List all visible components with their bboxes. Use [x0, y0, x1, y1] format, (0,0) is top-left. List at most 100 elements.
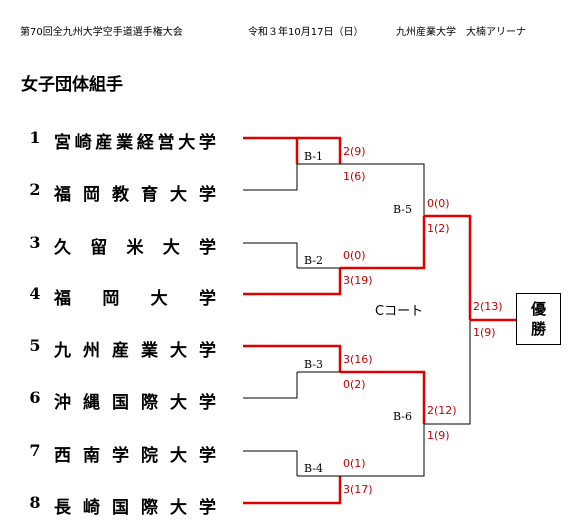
line-b5-bottom [340, 216, 426, 270]
team-name-char: 学 [199, 446, 216, 466]
team-seed: 1 [29, 128, 41, 147]
team-name-char: 学 [199, 393, 216, 413]
team-name-char: 学 [199, 238, 216, 258]
team-name: 宮崎産業経営大学 [54, 128, 216, 153]
team-name-char: 教 [112, 185, 129, 205]
team-name-char: 業 [141, 341, 158, 361]
line-team4 [243, 268, 342, 296]
line-b6-top [340, 370, 426, 424]
team-name-char: 大 [170, 446, 187, 466]
score-b3-bottom: 0(2) [343, 378, 366, 391]
team-name: 沖縄国際大学 [54, 388, 216, 413]
team-name-char: 学 [112, 446, 129, 466]
team-name-char: 南 [83, 446, 100, 466]
court-label: Cコート [375, 304, 424, 319]
team-name: 福岡大学 [54, 284, 216, 309]
tournament-title: 第70回全九州大学空手道選手権大会 [20, 27, 183, 38]
team-name-char: 州 [83, 341, 100, 361]
team-name-char: 宮 [54, 133, 71, 153]
team-name: 長崎国際大学 [54, 493, 216, 518]
score-b3-top: 3(16) [343, 353, 373, 366]
champion-char-1: 優 [530, 300, 546, 318]
team-name-char: 育 [141, 185, 158, 205]
team-name-char: 米 [126, 238, 144, 258]
team-name-char: 業 [116, 133, 134, 153]
team-name-char: 大 [170, 185, 187, 205]
line-b1-winner [297, 136, 342, 164]
match-label-b4: B-4 [304, 462, 324, 475]
score-b6-bottom: 1(9) [427, 429, 450, 442]
line-b6-bottom [340, 424, 425, 477]
team-seed: 4 [29, 284, 41, 303]
team-name-char: 学 [199, 185, 216, 205]
match-label-b2: B-2 [304, 254, 324, 267]
team-name-char: 大 [150, 289, 168, 309]
team-seed: 5 [29, 336, 41, 355]
team-name-char: 大 [170, 341, 187, 361]
team-name-char: 岡 [102, 289, 120, 309]
score-b2-bottom: 3(19) [343, 274, 373, 287]
team-name-char: 経 [136, 133, 154, 153]
team-name-char: 院 [141, 446, 158, 466]
score-b1-top: 2(9) [343, 145, 366, 158]
team-name-char: 産 [95, 133, 113, 153]
score-b5-top: 0(0) [427, 197, 450, 210]
score-b2-top: 0(0) [343, 249, 366, 262]
team-name-char: 福 [54, 289, 71, 309]
team-seed: 8 [29, 493, 41, 512]
line-team1 [243, 136, 299, 164]
team-name-char: 際 [141, 393, 158, 413]
tournament-date: 令和３年10月17日（日） [248, 27, 364, 38]
team-name-char: 大 [162, 238, 180, 258]
team-name-char: 営 [157, 133, 175, 153]
score-final-top: 2(13) [473, 300, 503, 313]
team-seed: 7 [29, 441, 41, 460]
section-title: 女子団体組手 [21, 75, 123, 95]
team-name-char: 西 [54, 446, 71, 466]
line-team3 [243, 242, 298, 268]
team-name-char: 国 [112, 393, 129, 413]
score-b5-bottom: 1(2) [427, 222, 450, 235]
team-name-char: 沖 [54, 393, 71, 413]
score-b1-bottom: 1(6) [343, 170, 366, 183]
team-name: 久留米大学 [54, 233, 216, 258]
line-final-top [424, 214, 472, 320]
score-b6-top: 2(12) [427, 404, 457, 417]
team-name-char: 学 [198, 133, 216, 153]
team-name-char: 九 [54, 341, 71, 361]
team-name-char: 崎 [83, 498, 100, 518]
team-name-char: 大 [178, 133, 196, 153]
team-name: 九州産業大学 [54, 336, 216, 361]
team-name: 福岡教育大学 [54, 180, 216, 205]
team-name-char: 長 [54, 498, 71, 518]
team-name-char: 際 [141, 498, 158, 518]
match-label-b1: B-1 [304, 150, 324, 163]
score-b4-bottom: 3(17) [343, 483, 373, 496]
team-name-char: 福 [54, 185, 71, 205]
team-name-char: 縄 [83, 393, 100, 413]
score-final-bottom: 1(9) [473, 326, 496, 339]
team-name: 西南学院大学 [54, 441, 216, 466]
line-team6 [243, 372, 298, 399]
team-name-char: 崎 [74, 133, 92, 153]
team-name-char: 国 [112, 498, 129, 518]
team-seed: 6 [29, 388, 41, 407]
team-name-char: 久 [54, 238, 71, 258]
line-team5 [243, 344, 342, 372]
team-name-char: 学 [199, 341, 216, 361]
line-team8 [243, 476, 342, 505]
team-name-char: 大 [170, 393, 187, 413]
team-name-char: 産 [112, 341, 129, 361]
team-name-char: 岡 [83, 185, 100, 205]
champion-box: 優 勝 [516, 293, 561, 345]
score-b4-top: 0(1) [343, 457, 366, 470]
match-label-b3: B-3 [304, 358, 324, 371]
champion-char-2: 勝 [530, 320, 546, 338]
team-seed: 2 [29, 180, 41, 199]
line-team2 [243, 164, 298, 191]
line-b5-top [340, 163, 425, 216]
team-name-char: 学 [199, 498, 216, 518]
match-label-b6: B-6 [393, 410, 413, 423]
team-seed: 3 [29, 233, 41, 252]
